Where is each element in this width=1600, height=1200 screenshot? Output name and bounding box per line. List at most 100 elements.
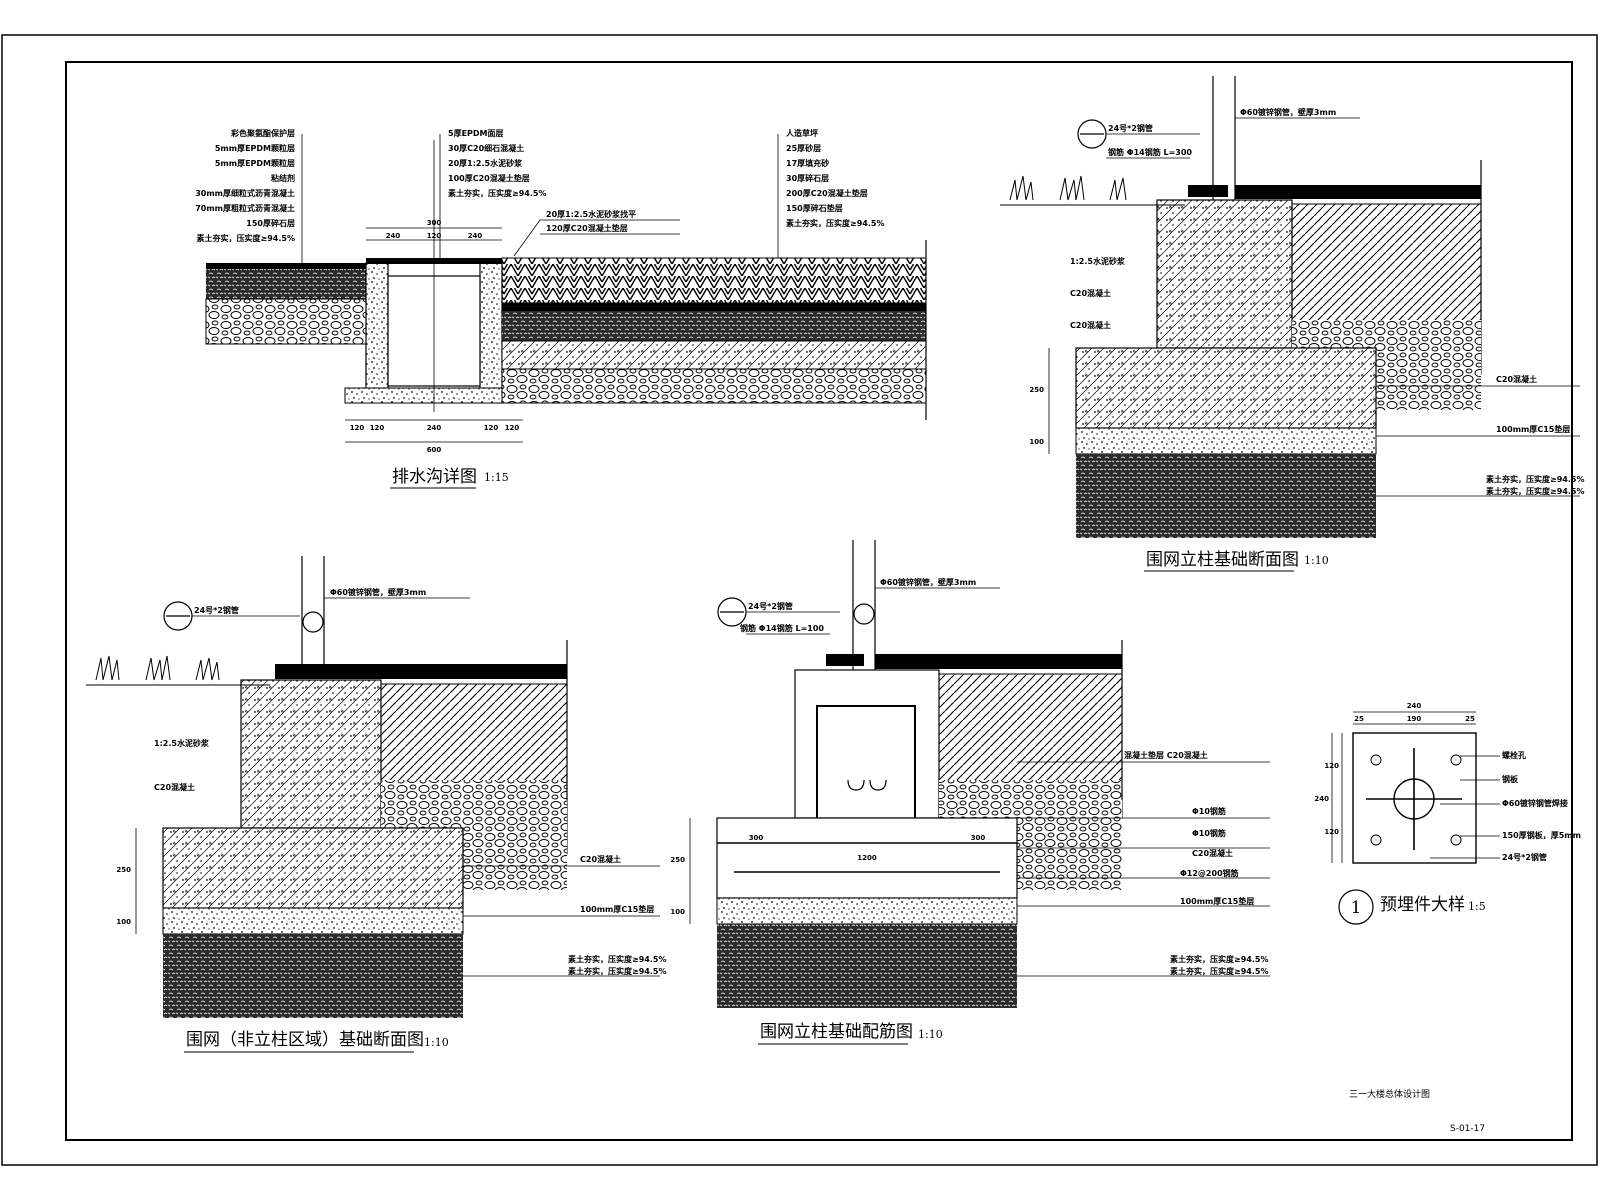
rebar-title: 围网立柱基础配筋图 (760, 1022, 913, 1042)
embed-title: 预埋件大样 (1380, 895, 1465, 915)
post-title: 围网立柱基础断面图 (1146, 550, 1299, 570)
rebar-dim: 1200 (857, 854, 877, 862)
post-label: 钢筋 Φ14钢筋 L=300 (1108, 147, 1192, 157)
drain-label-left: 彩色聚氨酯保护层 (230, 128, 295, 138)
drain-label-mid: 5厚EPDM面层 (448, 129, 504, 138)
fence-top-label: Φ60镀锌钢管，壁厚3mm (330, 587, 426, 597)
rebar-label: Φ12@200钢筋 (1180, 868, 1239, 878)
embed-scale: 1:5 (1468, 900, 1486, 913)
drain-dim: 240 (386, 232, 401, 240)
drain-title: 排水沟详图 (392, 467, 477, 487)
drain-dim: 600 (427, 446, 442, 454)
drain-detail (205, 134, 927, 443)
rebar-label: Φ10钢筋 (1192, 806, 1226, 816)
rebar-top-label: Φ60镀锌钢管，壁厚3mm (880, 577, 976, 587)
drain-label-left: 5mm厚EPDM颗粒层 (215, 143, 295, 153)
fence-dim: 100 (116, 918, 131, 926)
drain-label-left: 150厚碎石层 (246, 218, 295, 228)
post-label: 100mm厚C15垫层 (1496, 424, 1570, 434)
drain-label-right: 30厚碎石层 (786, 173, 829, 183)
fence-label: 素土夯实，压实度≥94.5% (568, 966, 666, 976)
fence-title: 围网（非立柱区域）基础断面图 (186, 1030, 424, 1050)
drain-label-mid: 100厚C20混凝土垫层 (448, 173, 530, 183)
post-label: C20混凝土 (1070, 288, 1111, 298)
drain-label-right: 150厚碎石垫层 (786, 203, 843, 213)
fence-label: 1:2.5水泥砂浆 (154, 738, 210, 748)
post-label: 素土夯实，压实度≥94.5% (1486, 474, 1584, 484)
rebar-label: C20混凝土 (1192, 848, 1233, 858)
drain-label-left: 5mm厚EPDM颗粒层 (215, 158, 295, 168)
drawing-number: S-01-17 (1450, 1124, 1485, 1134)
rebar-dim: 300 (749, 834, 764, 842)
drain-label-left: 30mm厚细粒式沥青混凝土 (195, 188, 295, 198)
post-label: 1:2.5水泥砂浆 (1070, 256, 1126, 266)
embed-label: 150厚钢板，厚5mm (1502, 830, 1581, 840)
drain-dim: 240 (427, 424, 442, 432)
rebar-dim: 250 (670, 856, 685, 864)
drain-label-top: 120厚C20混凝土垫层 (546, 223, 628, 233)
rebar-detail (689, 540, 1270, 1008)
post-section (1000, 76, 1580, 538)
drain-label-left: 粘结剂 (270, 173, 295, 183)
drain-dim: 240 (468, 232, 483, 240)
fence-label: 素土夯实，压实度≥94.5% (568, 954, 666, 964)
outer-border (1, 34, 1598, 1166)
embed-label: 钢板 (1502, 774, 1519, 784)
fence-section-annotations: 24号*2钢管 1:2.5水泥砂浆 C20混凝土 C20混凝土 100mm厚C1… (116, 587, 666, 1053)
embed-label: 螺栓孔 (1502, 750, 1526, 760)
drain-label-right: 200厚C20混凝土垫层 (786, 188, 868, 198)
rebar-label: 混凝土垫层 C20混凝土 (1124, 750, 1208, 760)
drain-scale: 1:15 (484, 471, 509, 484)
rebar-annotations: 24号*2钢管 钢筋 Φ14钢筋 L=100 混凝土垫层 C20混凝土 Φ10钢… (670, 577, 1268, 1045)
post-dim: 250 (1029, 386, 1044, 394)
rebar-label: 钢筋 Φ14钢筋 L=100 (740, 623, 824, 633)
fence-dim: 250 (116, 866, 131, 874)
embed-label: Φ60镀锌钢管焊接 (1502, 798, 1568, 808)
post-label: C20混凝土 (1070, 320, 1111, 330)
rebar-label: 素土夯实，压实度≥94.5% (1170, 954, 1268, 964)
post-label: 素土夯实，压实度≥94.5% (1486, 486, 1584, 496)
drain-label-right: 25厚砂层 (786, 143, 821, 153)
embed-plate-detail (1331, 711, 1500, 925)
embed-annotations: 螺栓孔 钢板 Φ60镀锌钢管焊接 150厚钢板，厚5mm 24号*2钢管 240… (1314, 702, 1581, 918)
post-label: C20混凝土 (1496, 374, 1537, 384)
rebar-label: 素土夯实，压实度≥94.5% (1170, 966, 1268, 976)
drain-dim: 300 (427, 219, 442, 227)
embed-number: 1 (1351, 898, 1362, 918)
embed-dim: 240 (1407, 702, 1422, 710)
drain-label-right: 素土夯实，压实度≥94.5% (786, 218, 884, 228)
post-label: 24号*2钢管 (1108, 123, 1153, 133)
fence-section (86, 556, 660, 1018)
embed-dim: 120 (1324, 762, 1339, 770)
rebar-label: Φ10钢筋 (1192, 828, 1226, 838)
inner-border (65, 61, 1573, 1141)
embed-dim: 190 (1407, 715, 1422, 723)
drain-dim: 120 (484, 424, 499, 432)
post-dim: 100 (1029, 438, 1044, 446)
drain-label-right: 人造草坪 (786, 128, 818, 138)
drain-label-mid: 30厚C20细石混凝土 (448, 143, 524, 153)
detail-number-circle (1338, 889, 1374, 925)
post-section-annotations: 24号*2钢管 钢筋 Φ14钢筋 L=300 1:2.5水泥砂浆 C20混凝土 … (1029, 107, 1584, 572)
rebar-label: 100mm厚C15垫层 (1180, 896, 1254, 906)
fence-label: 100mm厚C15垫层 (580, 904, 654, 914)
fence-label: C20混凝土 (154, 782, 195, 792)
embed-dim: 25 (1465, 715, 1475, 723)
rebar-label: 24号*2钢管 (748, 601, 793, 611)
embed-label: 24号*2钢管 (1502, 852, 1547, 862)
drawing-name: 三一大楼总体设计图 (1349, 1088, 1430, 1100)
rebar-dim: 100 (670, 908, 685, 916)
drain-label-mid: 20厚1:2.5水泥砂浆 (448, 158, 523, 168)
fence-label: C20混凝土 (580, 854, 621, 864)
rebar-scale: 1:10 (918, 1028, 943, 1041)
fence-label: 24号*2钢管 (194, 605, 239, 615)
fence-scale: 1:10 (424, 1036, 449, 1049)
embed-dim: 120 (1324, 828, 1339, 836)
drain-annotations: 彩色聚氨酯保护层 5mm厚EPDM颗粒层 5mm厚EPDM颗粒层 粘结剂 30m… (195, 128, 884, 489)
drain-dim: 120 (350, 424, 365, 432)
drain-label-top: 20厚1:2.5水泥砂浆找平 (546, 209, 636, 219)
drain-dim: 120 (427, 232, 442, 240)
post-top-label: Φ60镀锌钢管，壁厚3mm (1240, 107, 1336, 117)
drain-label-right: 17厚填充砂 (786, 158, 829, 168)
